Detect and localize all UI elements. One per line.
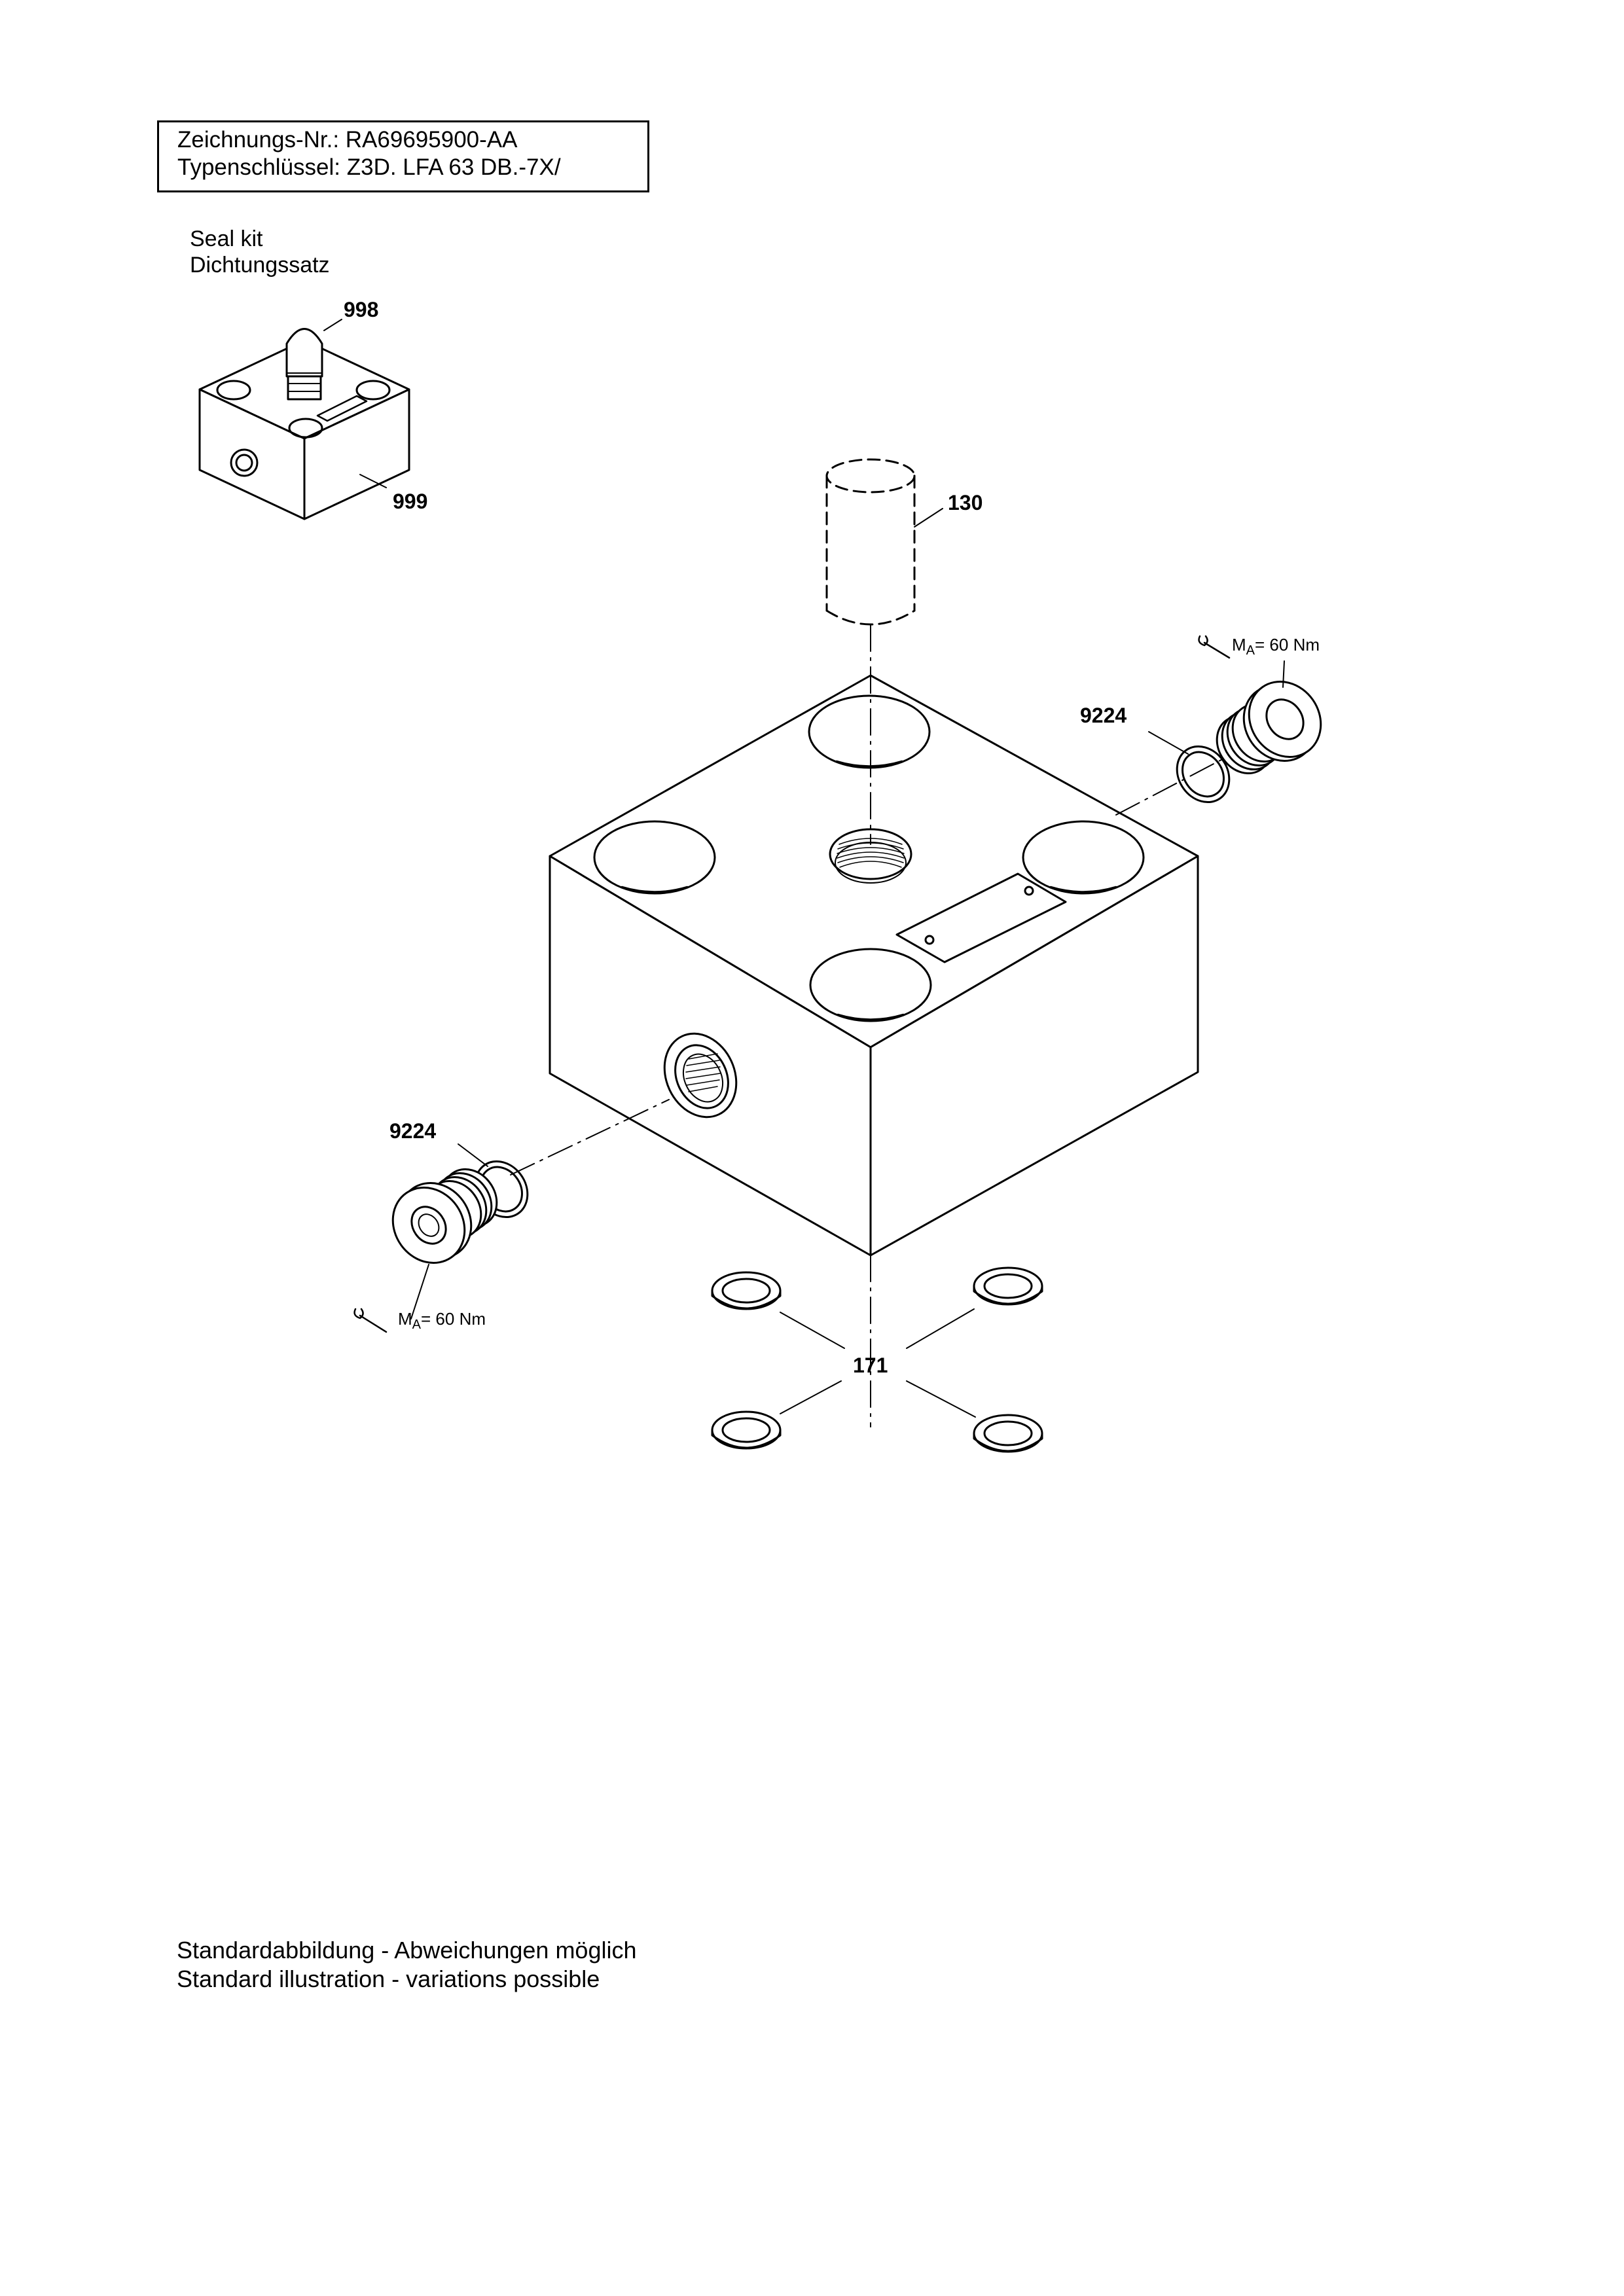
- seal-kit-label-de: Dichtungssatz: [190, 253, 330, 278]
- leader-9224-left: [458, 1143, 488, 1167]
- callout-171: 171: [853, 1354, 888, 1377]
- seal-ring-171-top-left: [711, 1271, 782, 1310]
- leader-torque-left: [410, 1264, 429, 1319]
- left-plug-screw: [391, 1168, 498, 1264]
- wrench-icon-left: [353, 1308, 388, 1333]
- seal-kit-thumbnail: [198, 319, 410, 520]
- wrench-icon-right: [1198, 635, 1231, 659]
- torque-symbol-left: M: [398, 1309, 412, 1329]
- nameplate: [895, 872, 1067, 963]
- seal-ring-171-top-right: [973, 1266, 1043, 1306]
- footer-line-en: Standard illustration - variations possi…: [177, 1965, 600, 1992]
- callout-9224-left: 9224: [389, 1119, 437, 1143]
- seal-kit-label: Seal kit Dichtungssatz: [190, 226, 330, 278]
- seal-ring-171-bottom-left: [711, 1410, 782, 1450]
- title-block: Zeichnungs-Nr.: RA69695900-AA Typenschlü…: [157, 120, 649, 192]
- leaders-171: [780, 1308, 976, 1418]
- torque-label-right: MA= 60 Nm: [1232, 635, 1320, 660]
- torque-symbol-right: M: [1232, 635, 1246, 655]
- leader-torque-right: [1282, 660, 1285, 688]
- top-cavity-front: [809, 948, 932, 1022]
- torque-value-right: = 60 Nm: [1255, 635, 1320, 655]
- central-threaded-bore: [829, 828, 912, 884]
- side-port: [663, 1032, 738, 1119]
- callout-998: 998: [344, 298, 379, 321]
- callout-130: 130: [948, 491, 983, 514]
- callout-999: 999: [393, 490, 428, 513]
- top-cavity-back: [808, 694, 931, 769]
- right-plug-screw: [1216, 681, 1322, 775]
- torque-label-left: MA= 60 Nm: [398, 1309, 486, 1335]
- seal-ring-171-bottom-right: [973, 1414, 1043, 1453]
- leader-9224-right: [1148, 731, 1189, 755]
- seal-kit-label-en: Seal kit: [190, 226, 263, 251]
- footer-line-de: Standardabbildung - Abweichungen möglich: [177, 1937, 637, 1964]
- valve-block: [549, 674, 1199, 1257]
- torque-subscript-left: A: [412, 1318, 422, 1332]
- top-cavity-left: [593, 820, 716, 895]
- torque-subscript-right: A: [1246, 643, 1255, 658]
- callout-9224-right: 9224: [1080, 704, 1127, 727]
- right-seal-ring: [1176, 745, 1231, 804]
- leader-130: [914, 508, 943, 528]
- footer-note: Standardabbildung - Abweichungen möglich…: [177, 1936, 637, 1994]
- part-130-cartridge: [825, 458, 916, 626]
- drawing-number: Zeichnungs-Nr.: RA69695900-AA: [177, 127, 518, 152]
- top-cavity-right: [1022, 820, 1145, 895]
- torque-value-left: = 60 Nm: [421, 1309, 486, 1329]
- type-code: Typenschlüssel: Z3D. LFA 63 DB.-7X/: [177, 154, 561, 180]
